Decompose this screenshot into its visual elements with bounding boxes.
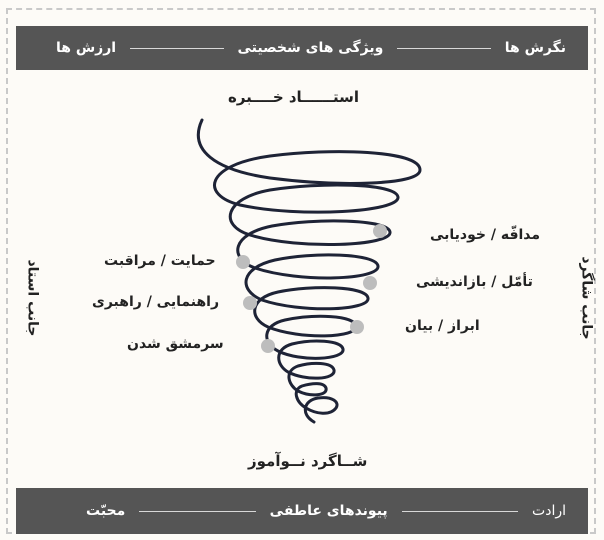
node-dot [236, 255, 250, 269]
left-item-3: سرمشق شدن [127, 336, 224, 352]
spiral-line [198, 120, 420, 422]
top-label: استــــــاد خــــبره [228, 88, 359, 106]
node-dot [261, 339, 275, 353]
right-item-1: مدافّه / خودیابی [430, 227, 540, 243]
left-item-2: راهنمایی / راهبری [92, 294, 219, 310]
right-item-3: ابراز / بیان [405, 318, 480, 334]
node-dot [363, 276, 377, 290]
node-dot [243, 296, 257, 310]
node-dot [373, 224, 387, 238]
left-item-1: حمایت / مراقبت [104, 253, 216, 269]
right-side-label: جانب شاگرد [579, 256, 595, 339]
right-item-2: تأمّل / بازاندیشی [416, 274, 533, 290]
left-side-label: جانب استاد [25, 259, 41, 336]
bottom-label: شــاگرد نــوآموز [248, 452, 367, 470]
node-dot [350, 320, 364, 334]
